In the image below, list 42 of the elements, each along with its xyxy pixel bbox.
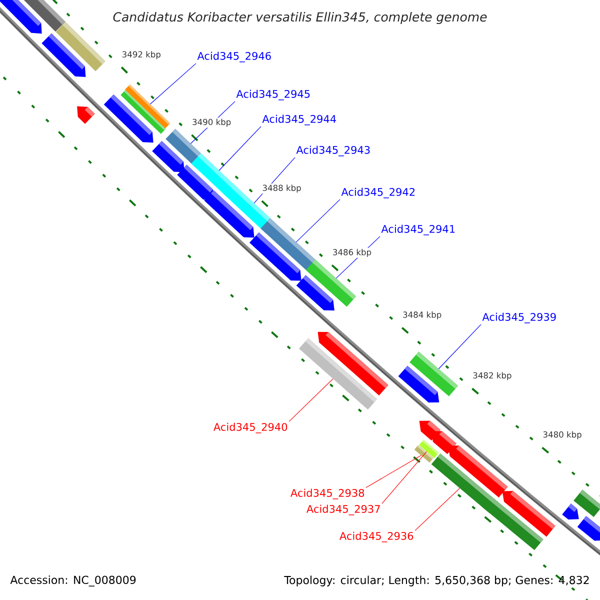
title: Candidatus Koribacter versatilis Ellin345, complete genome [113,12,487,24]
leader-line [218,126,262,171]
leader-line [288,378,334,422]
scale-label: 3488 kbp [261,184,302,194]
gene-label: Acid345_2946 [197,52,271,62]
gene-bar [306,260,356,307]
genome-info-text: Topology: circular; Length: 5,650,368 bp; Genes: 4,832 [284,576,589,586]
gene-label: Acid345_2937 [306,504,380,516]
leader-line [150,63,196,104]
scale-label: 3482 kbp [472,371,513,382]
gene-bar [574,490,600,518]
gene-bar [56,22,106,72]
gene-bar [410,352,458,396]
scale-label: 3486 kbp [331,248,373,258]
gene-block [502,490,556,537]
leader-line [382,451,427,504]
gene-block [77,106,95,124]
leader-line [366,455,422,488]
gene-label: Acid345_2944 [262,114,336,126]
gene-block [562,504,579,520]
accession-text: Accession: NC_008009 [10,576,136,586]
scale-label: 3490 kbp [191,118,232,128]
gene-bar [125,84,170,128]
scale-label: 3492 kbp [120,50,162,60]
leader-line [296,199,340,242]
leader-line [414,488,460,531]
gene-label: Acid345_2942 [341,188,415,198]
gene-label: Acid345_2941 [381,224,455,236]
gene-label: Acid345_2940 [214,422,288,434]
gene-block [448,446,508,498]
leader-line [438,324,482,370]
gene-block [0,0,42,34]
scale-label: 3484 kbp [402,310,443,320]
gene-label: Acid345_2936 [340,532,414,542]
gene-block [577,516,600,541]
gene-label: Acid345_2945 [236,90,310,100]
gene-label: Acid345_2943 [296,146,370,156]
scale-label: 3480 kbp [542,430,583,440]
gene-label: Acid345_2939 [482,312,556,324]
gene-label: Acid345_2938 [290,488,364,500]
gene-block [318,332,388,396]
gene-bar [22,0,66,32]
